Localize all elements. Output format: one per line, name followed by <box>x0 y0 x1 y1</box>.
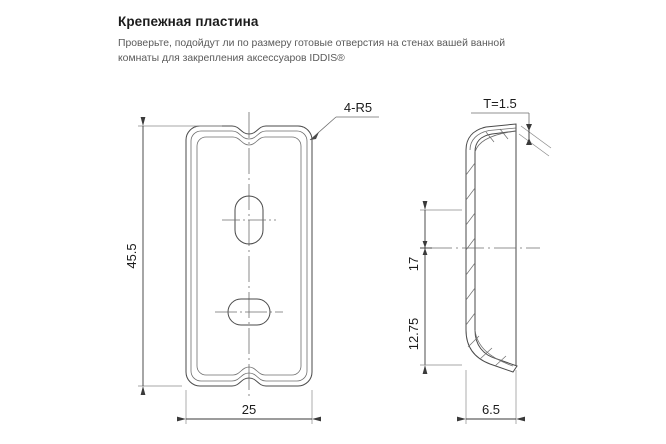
dim-height-label: 45.5 <box>124 243 139 268</box>
dim-depth-label: 6.5 <box>482 402 500 417</box>
header-block: Крепежная пластина Проверьте, подойдут л… <box>118 14 558 67</box>
section-hatching <box>465 128 509 367</box>
radius-callout-arrowhead <box>310 132 319 140</box>
page-title: Крепежная пластина <box>118 14 259 29</box>
plate-inner-outline <box>196 136 302 376</box>
thickness-dim-extline-upper <box>520 125 552 149</box>
page-description: Проверьте, подойдут ли по размеру готовы… <box>118 37 548 67</box>
section-view-group: 17 12.75 6.5 T=1.5 <box>406 96 552 424</box>
description-line-2: для закрепления аксессуаров IDDIS® <box>162 52 345 64</box>
dim-mid-arrow-up <box>422 248 428 255</box>
plate-bend-line <box>190 130 308 382</box>
thickness-callout-label: T=1.5 <box>483 96 517 111</box>
front-view-group: 45.5 25 4-R5 <box>124 100 379 424</box>
section-top-fold-line <box>474 130 517 153</box>
description-line-1: Проверьте, подойдут ли по размеру готовы… <box>118 38 506 64</box>
dim-width-label: 25 <box>242 402 256 417</box>
section-flange-foot <box>474 329 514 367</box>
dim-upper-label: 17 <box>406 257 421 271</box>
dim-mid-arrow-down <box>422 241 428 248</box>
dim-lower-label: 12.75 <box>406 318 421 351</box>
section-inner-profile <box>469 127 517 151</box>
thickness-dim-extline-lower <box>518 133 550 157</box>
plate-outer-outline <box>185 125 313 387</box>
radius-callout-label: 4-R5 <box>344 100 372 115</box>
